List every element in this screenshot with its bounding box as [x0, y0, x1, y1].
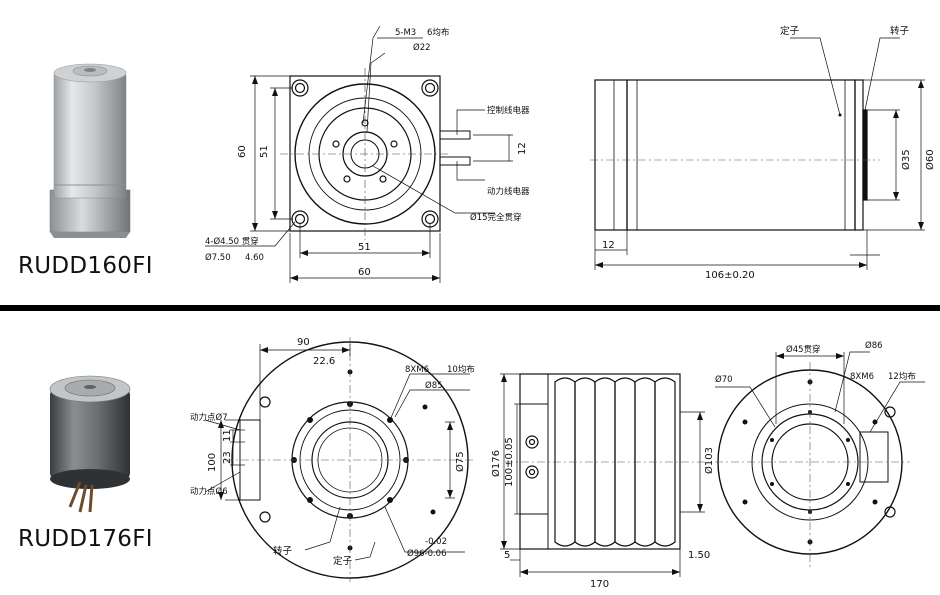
label-rotor: 转子: [890, 25, 910, 37]
callout-counterbore-depth: 4.60: [245, 253, 264, 263]
product-photo-rudd160fi: [49, 63, 131, 238]
dim-1-50: 1.50: [688, 550, 710, 561]
front-view-rudd176fi: 90 22.6 8XM6 10均布 Ø85 动力点Ø7 动力点Ø6 11 23 …: [190, 337, 475, 582]
label-rotor-b: 转子: [273, 545, 293, 557]
callout-d22: Ø22: [413, 42, 431, 53]
callout-rear-8xm6: 8XM6: [850, 372, 874, 382]
dim-body-dia: Ø60: [924, 149, 935, 170]
side-body: [626, 79, 856, 231]
dim-front-height-60: 60: [237, 145, 248, 158]
side-body-176: [519, 373, 681, 550]
dim-angle: 22.6: [313, 356, 335, 367]
side-view-rudd176fi: Ø176 100±0.05 Ø103 5 170 1.50: [490, 373, 715, 590]
dim-5: 5: [504, 550, 510, 561]
dim-stator-dia: Ø96-0.06: [407, 548, 447, 559]
label-power-point-2: 动力点Ø6: [190, 486, 228, 497]
dim-rotor-dia: Ø35: [900, 149, 912, 170]
rotor-end: [854, 79, 864, 231]
dim-front-height-51: 51: [259, 145, 270, 158]
dim-170: 170: [590, 579, 609, 590]
corner-hole: [421, 79, 439, 97]
callout-d85: Ø85: [425, 380, 443, 391]
callout-rear-8xm6-depth: 12均布: [888, 371, 916, 382]
front-view-rudd160fi: 60 51 51 60 12 5-M3 6均布 Ø22 控制线电器 动力线电器 …: [205, 25, 530, 283]
label-power-point-1: 动力点Ø7: [190, 412, 228, 423]
dim-d103: Ø103: [703, 447, 715, 474]
rear-connector: [859, 431, 889, 483]
dim-front-width-51: 51: [358, 242, 371, 253]
label-stator-b: 定子: [333, 555, 353, 567]
callout-counterbore: Ø7.50: [205, 252, 231, 263]
model-label-rudd176fi: RUDD176FI: [18, 526, 153, 552]
callout-d70: Ø70: [715, 374, 733, 385]
callout-d15: Ø15完全贯穿: [470, 212, 522, 223]
side-view-rudd160fi: 定子 转子 Ø35 Ø60 12 106±0.20: [590, 25, 935, 281]
dim-90: 90: [297, 337, 310, 348]
callout-8xm6-depth: 10均布: [447, 364, 475, 375]
side-flange: [594, 79, 628, 231]
callout-5-m3: 5-M3: [395, 28, 416, 38]
dim-d176: Ø176: [490, 450, 502, 477]
label-control-cable: 控制线电器: [487, 105, 530, 116]
cooling-fins: [554, 377, 676, 547]
section-rudd160fi: RUDD160FI: [18, 25, 935, 283]
rear-view-rudd176fi: Ø45贯穿 Ø86 Ø70 8XM6 12均布: [715, 340, 925, 567]
section-rudd176fi: RUDD176FI: [0, 312, 940, 595]
dim-cable-spacing: 12: [517, 142, 528, 155]
callout-d86: Ø86: [865, 340, 883, 351]
callout-mount-holes: 4-Ø4.50 贯穿: [205, 236, 259, 247]
label-power-cable: 动力线电器: [487, 186, 530, 197]
callout-8xm6: 8XM6: [405, 365, 429, 375]
label-stator: 定子: [780, 25, 800, 37]
dim-side-length: 106±0.20: [705, 270, 755, 281]
dim-100-tol: 100±0.05: [504, 437, 515, 487]
callout-d45: Ø45贯穿: [786, 344, 821, 355]
dim-tolerance: -0.02: [425, 537, 447, 547]
dim-bore: Ø75: [454, 451, 466, 472]
dim-100: 100: [207, 453, 218, 472]
model-label-rudd160fi: RUDD160FI: [18, 253, 153, 279]
dim-front-width-60: 60: [358, 267, 371, 278]
corner-hole: [291, 79, 309, 97]
dim-side-flange: 12: [602, 240, 615, 251]
product-photo-rudd176fi: [49, 375, 131, 513]
control-cable: [439, 130, 471, 140]
section-divider: [0, 305, 940, 311]
power-cable: [439, 156, 471, 166]
callout-5-m3-depth: 6均布: [427, 27, 449, 38]
dim-11: 11: [222, 429, 233, 442]
dim-23: 23: [222, 451, 233, 464]
